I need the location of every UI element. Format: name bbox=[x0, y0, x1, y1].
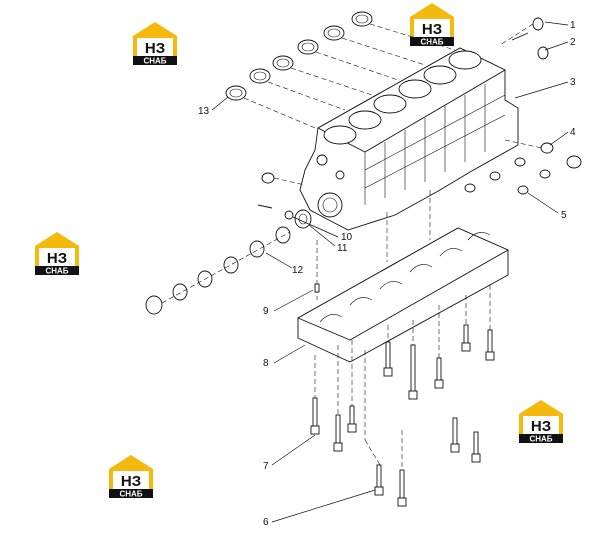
watermark-mark: НЗ bbox=[121, 473, 141, 490]
main-bearing-bolts bbox=[310, 285, 495, 507]
watermark-mark: НЗ bbox=[531, 418, 551, 435]
watermark-logo-bottom-left: НЗ СНАБ bbox=[109, 455, 153, 499]
watermark-logo-right: НЗ СНАБ bbox=[519, 400, 563, 444]
camshaft-bushings bbox=[145, 226, 291, 315]
watermark-logo-middle-left: НЗ СНАБ bbox=[35, 232, 79, 276]
side-plugs-left bbox=[257, 172, 306, 209]
callout-9: 9 bbox=[263, 306, 269, 317]
callout-8: 8 bbox=[263, 358, 269, 369]
callout-6: 6 bbox=[263, 517, 269, 528]
callout-10: 10 bbox=[341, 232, 353, 243]
expansion-plugs-top-row bbox=[225, 11, 456, 131]
callout-11: 11 bbox=[337, 243, 348, 254]
watermark-mark: НЗ bbox=[47, 250, 67, 267]
callouts: 1 2 3 4 5 6 7 8 9 10 11 12 13 bbox=[198, 20, 576, 528]
callout-3: 3 bbox=[570, 77, 576, 88]
watermark-sub: СНАБ bbox=[143, 57, 166, 66]
watermark-mark: НЗ bbox=[145, 40, 165, 57]
callout-13: 13 bbox=[198, 106, 210, 117]
cylinder-block bbox=[299, 47, 519, 231]
bedplate bbox=[296, 227, 509, 363]
callout-4: 4 bbox=[570, 127, 576, 138]
watermark-sub: СНАБ bbox=[420, 38, 443, 47]
watermark-sub: СНАБ bbox=[45, 267, 68, 276]
dowel-pins bbox=[314, 190, 431, 300]
side-plugs-right bbox=[464, 139, 582, 195]
callout-1: 1 bbox=[570, 20, 576, 31]
top-right-fittings bbox=[499, 17, 549, 60]
watermark-mark: НЗ bbox=[422, 21, 442, 38]
watermark-sub: СНАБ bbox=[119, 490, 142, 499]
watermark-logo-top-left: НЗ СНАБ bbox=[133, 22, 177, 66]
watermark-logo-top-center: НЗ СНАБ bbox=[410, 3, 454, 47]
callout-12: 12 bbox=[292, 265, 304, 276]
callout-7: 7 bbox=[263, 461, 269, 472]
callout-5: 5 bbox=[561, 210, 567, 221]
watermark-sub: СНАБ bbox=[529, 435, 552, 444]
callout-2: 2 bbox=[570, 37, 576, 48]
